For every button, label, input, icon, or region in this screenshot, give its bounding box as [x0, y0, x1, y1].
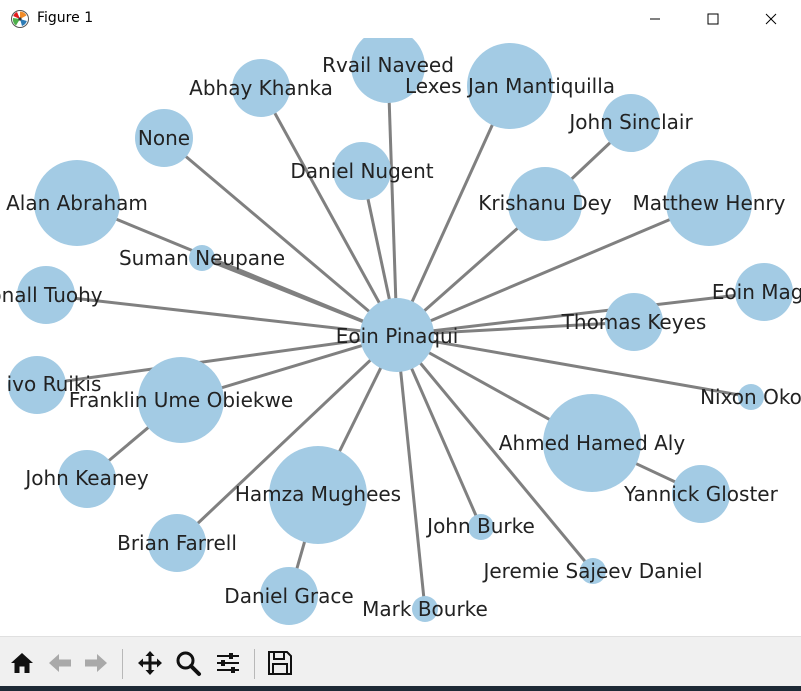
matplotlib-app-icon: [10, 9, 30, 29]
zoom-button[interactable]: [172, 647, 204, 679]
node-onall-tuohy: [17, 266, 75, 324]
floppy-disk-icon: [268, 651, 292, 675]
node-label-john-sinclair: John Sinclair: [567, 110, 693, 134]
maximize-button[interactable]: [684, 0, 742, 38]
edge-eoin-pinaqui-eoin-magu: [396, 290, 765, 337]
magnifier-icon: [176, 651, 201, 676]
node-rvail-naveed: [351, 38, 425, 103]
node-john-burke: [468, 514, 494, 540]
toolbar-separator: [254, 649, 255, 679]
taskbar-edge: [0, 686, 801, 691]
arrow-right-icon: [85, 654, 107, 672]
home-button[interactable]: [6, 647, 38, 679]
node-label-none: None: [138, 126, 190, 150]
node-suman-neupane: [189, 245, 215, 271]
close-icon: [765, 13, 777, 25]
back-button[interactable]: [44, 647, 76, 679]
node-label-franklin-ume-obiekwe: Franklin Ume Obiekwe: [69, 388, 293, 412]
node-franklin-ume-obiekwe: [138, 357, 224, 443]
node-none: [135, 109, 193, 167]
node-ivo-ruikis: [8, 356, 66, 414]
node-abhay-khanka: [232, 59, 290, 117]
node-label-suman-neupane: Suman Neupane: [119, 246, 285, 270]
maximize-icon: [707, 13, 719, 25]
edge-eoin-pinaqui-jeremie-sajeev-daniel: [395, 334, 595, 572]
node-label-mark-bourke: Mark Bourke: [362, 597, 488, 621]
configure-subplots-button[interactable]: [212, 647, 244, 679]
node-label-thomas-keyes: Thomas Keyes: [561, 310, 707, 334]
node-label-ahmed-hamed-aly: Ahmed Hamed Aly: [499, 431, 686, 455]
edge-eoin-pinaqui-matthew-henry: [396, 201, 710, 337]
node-label-rvail-naveed: Rvail Naveed: [322, 53, 454, 77]
edge-eoin-pinaqui-thomas-keyes: [396, 320, 635, 337]
node-eoin-magu: [735, 263, 793, 321]
node-label-krishanu-dey: Krishanu Dey: [478, 191, 612, 215]
node-hamza-mughees: [269, 446, 367, 544]
minimize-icon: [650, 18, 660, 20]
edge-eoin-pinaqui-none: [163, 136, 398, 337]
node-yannick-gloster: [672, 465, 730, 523]
home-icon: [11, 653, 33, 673]
edge-eoin-pinaqui-ivo-ruikis: [36, 333, 398, 387]
node-brian-farrell: [148, 514, 206, 572]
navigation-toolbar: [0, 636, 801, 687]
save-button[interactable]: [264, 647, 296, 679]
toolbar-separator: [122, 649, 123, 679]
node-label-nixon-oko: Nixon Oko: [700, 385, 801, 409]
window-title: Figure 1: [37, 10, 94, 26]
node-eoin-pinaqui: [360, 298, 434, 372]
node-daniel-grace: [260, 567, 318, 625]
node-label-ivo-ruikis: ivo Ruikis: [7, 372, 102, 396]
node-label-eoin-pinaqui: Eoin Pinaqui: [336, 324, 459, 348]
node-label-jeremie-sajeev-daniel: Jeremie Sajeev Daniel: [481, 559, 702, 583]
forward-button[interactable]: [80, 647, 112, 679]
edge-eoin-pinaqui-brian-farrell: [175, 333, 399, 545]
node-label-yannick-gloster: Yannick Gloster: [623, 482, 778, 506]
minimize-button[interactable]: [626, 0, 684, 38]
node-jeremie-sajeev-daniel: [580, 558, 606, 584]
node-lexes-jan-mantiquilla: [467, 43, 553, 129]
node-john-sinclair: [602, 94, 660, 152]
node-nixon-oko: [738, 384, 764, 410]
move-icon: [138, 651, 162, 675]
edge-eoin-pinaqui-mark-bourke: [395, 334, 427, 610]
node-thomas-keyes: [605, 293, 663, 351]
node-label-daniel-nugent: Daniel Nugent: [290, 159, 433, 183]
edge-eoin-pinaqui-rvail-naveed: [386, 65, 399, 336]
arrow-left-icon: [49, 654, 71, 672]
node-label-matthew-henry: Matthew Henry: [633, 191, 786, 215]
node-label-lexes-jan-mantiquilla: Lexes Jan Mantiquilla: [405, 74, 615, 98]
node-label-hamza-mughees: Hamza Mughees: [235, 482, 401, 506]
window-titlebar: Figure 1: [0, 0, 801, 38]
node-label-john-burke: John Burke: [425, 514, 535, 538]
nodes-layer: [8, 38, 793, 625]
edge-eoin-pinaqui-lexes-jan-mantiquilla: [395, 85, 512, 336]
node-john-keaney: [58, 450, 116, 508]
node-label-onall-tuohy: onall Tuohy: [0, 283, 103, 307]
node-ahmed-hamed-aly: [543, 394, 641, 492]
close-button[interactable]: [742, 0, 800, 38]
node-label-john-keaney: John Keaney: [23, 466, 149, 490]
node-label-eoin-magu: Eoin Magu: [712, 280, 801, 304]
edge-eoin-pinaqui-abhay-khanka: [259, 87, 399, 336]
node-label-alan-abraham: Alan Abraham: [6, 191, 148, 215]
node-daniel-nugent: [333, 142, 391, 200]
node-matthew-henry: [666, 160, 752, 246]
node-krishanu-dey: [508, 167, 582, 241]
pan-button[interactable]: [134, 647, 166, 679]
edge-eoin-pinaqui-onall-tuohy: [45, 293, 398, 337]
node-label-daniel-grace: Daniel Grace: [224, 584, 353, 608]
node-mark-bourke: [412, 596, 438, 622]
node-alan-abraham: [34, 160, 120, 246]
sliders-icon: [217, 653, 239, 673]
node-label-abhay-khanka: Abhay Khanka: [189, 76, 333, 100]
node-label-brian-farrell: Brian Farrell: [117, 531, 237, 555]
edge-eoin-pinaqui-nixon-oko: [396, 333, 752, 399]
